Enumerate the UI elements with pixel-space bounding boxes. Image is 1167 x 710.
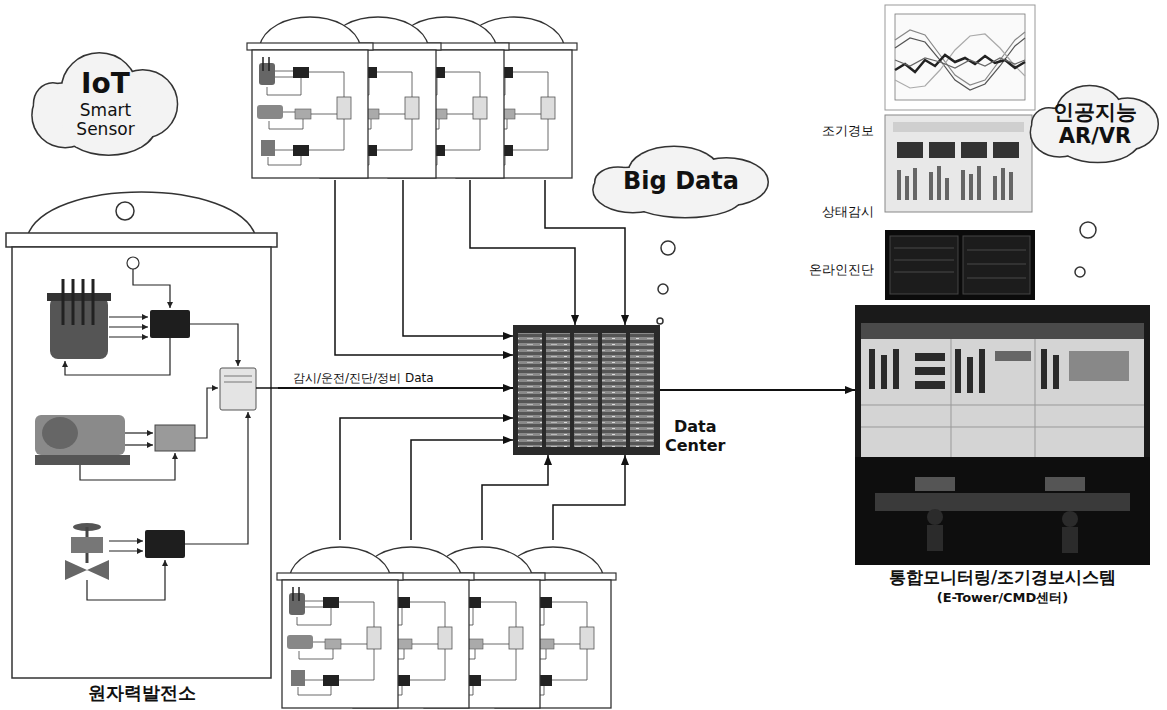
connector-arrow [278, 387, 513, 389]
image-caption: 상태감시 [822, 205, 874, 220]
plant-icon [277, 547, 403, 708]
edge-label-box: 감시/운전/진단/정비 Data [290, 367, 437, 386]
image-caption-box: 조기경보 [822, 124, 874, 139]
image-caption-box: 온라인진단 [809, 263, 874, 278]
plant-building: 원자력발전소 [5, 175, 278, 680]
control-room-photo [855, 305, 1150, 565]
cloud-bubble: IoTSmart Sensor [28, 48, 183, 160]
server-racks-photo [513, 325, 660, 455]
cloud-text: Big Data [623, 168, 739, 196]
cloud-text-area: IoTSmart Sensor [28, 48, 183, 160]
image-caption: 온라인진단 [809, 263, 874, 278]
cloud-label: Smart Sensor [76, 101, 134, 140]
cloud-label: Big Data [623, 168, 739, 196]
image-caption-box: 상태감시 [822, 205, 874, 220]
data-center: Data Center [513, 325, 660, 455]
image-caption: 조기경보 [822, 124, 874, 139]
cloud-label: 인공지능 AR/VR [1053, 100, 1137, 148]
connector-arrow [660, 389, 855, 391]
trend-chart [885, 5, 1035, 110]
node-caption: 원자력발전소 [5, 683, 278, 704]
node-label: Data Center [665, 418, 725, 455]
cloud-text: IoTSmart Sensor [76, 68, 134, 139]
node-caption: Data Center [665, 418, 725, 455]
edge-label: 감시/운전/진단/정비 Data [290, 372, 437, 386]
cloud-label: IoT [76, 68, 134, 100]
cloud-text: 인공지능 AR/VR [1053, 100, 1137, 148]
plant-building [5, 175, 278, 680]
cloud-text-area: Big Data [588, 143, 775, 221]
node-label: (E-Tower/CMD센터) [855, 591, 1150, 606]
plant-icon [247, 17, 373, 178]
cloud-bubble: Big Data [588, 143, 775, 221]
diagnosis-screen [885, 230, 1035, 300]
status-panel [885, 115, 1032, 212]
node-label: 원자력발전소 [5, 683, 278, 704]
node-caption: 통합모니터링/조기경보시스템 (E-Tower/CMD센터) [855, 568, 1150, 605]
node-label: 통합모니터링/조기경보시스템 [855, 568, 1150, 588]
cloud-text-area: 인공지능 AR/VR [1027, 82, 1163, 166]
cloud-bubble: 인공지능 AR/VR [1027, 82, 1163, 166]
data-lines [335, 180, 625, 540]
control-room: 통합모니터링/조기경보시스템(E-Tower/CMD센터) [855, 305, 1150, 565]
